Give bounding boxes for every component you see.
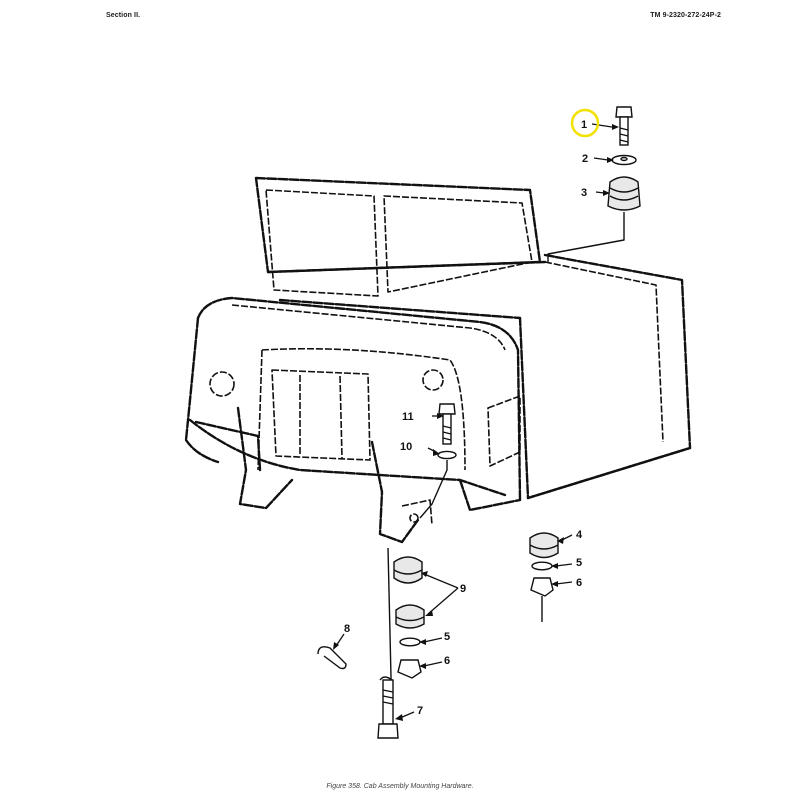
mid-bolt-stack — [419, 403, 457, 519]
callout-6b: 6 — [444, 655, 450, 667]
callout-1-highlight — [570, 108, 600, 138]
cab-outline — [184, 176, 692, 544]
callout-4: 4 — [576, 529, 583, 541]
callout-10: 10 — [400, 441, 412, 453]
tm-number-header: TM 9-2320-272-24P-2 — [650, 12, 721, 19]
right-hardware-stack — [529, 532, 559, 622]
callout-5a: 5 — [576, 557, 582, 569]
callout-5b: 5 — [444, 631, 450, 643]
callout-leaders — [333, 123, 619, 721]
callout-2: 2 — [582, 153, 588, 165]
lower-hardware-stack — [317, 547, 425, 739]
callout-9: 9 — [460, 583, 466, 595]
callout-3: 3 — [581, 187, 587, 199]
callout-8: 8 — [344, 623, 350, 635]
upper-hardware-stack — [547, 106, 641, 262]
callout-1: 1 — [581, 119, 587, 131]
figure-caption: Figure 358. Cab Assembly Mounting Hardwa… — [326, 783, 474, 790]
section-header: Section II. — [106, 12, 141, 19]
callout-11: 11 — [402, 411, 414, 423]
callout-7: 7 — [417, 705, 423, 717]
callout-6a: 6 — [576, 577, 582, 589]
